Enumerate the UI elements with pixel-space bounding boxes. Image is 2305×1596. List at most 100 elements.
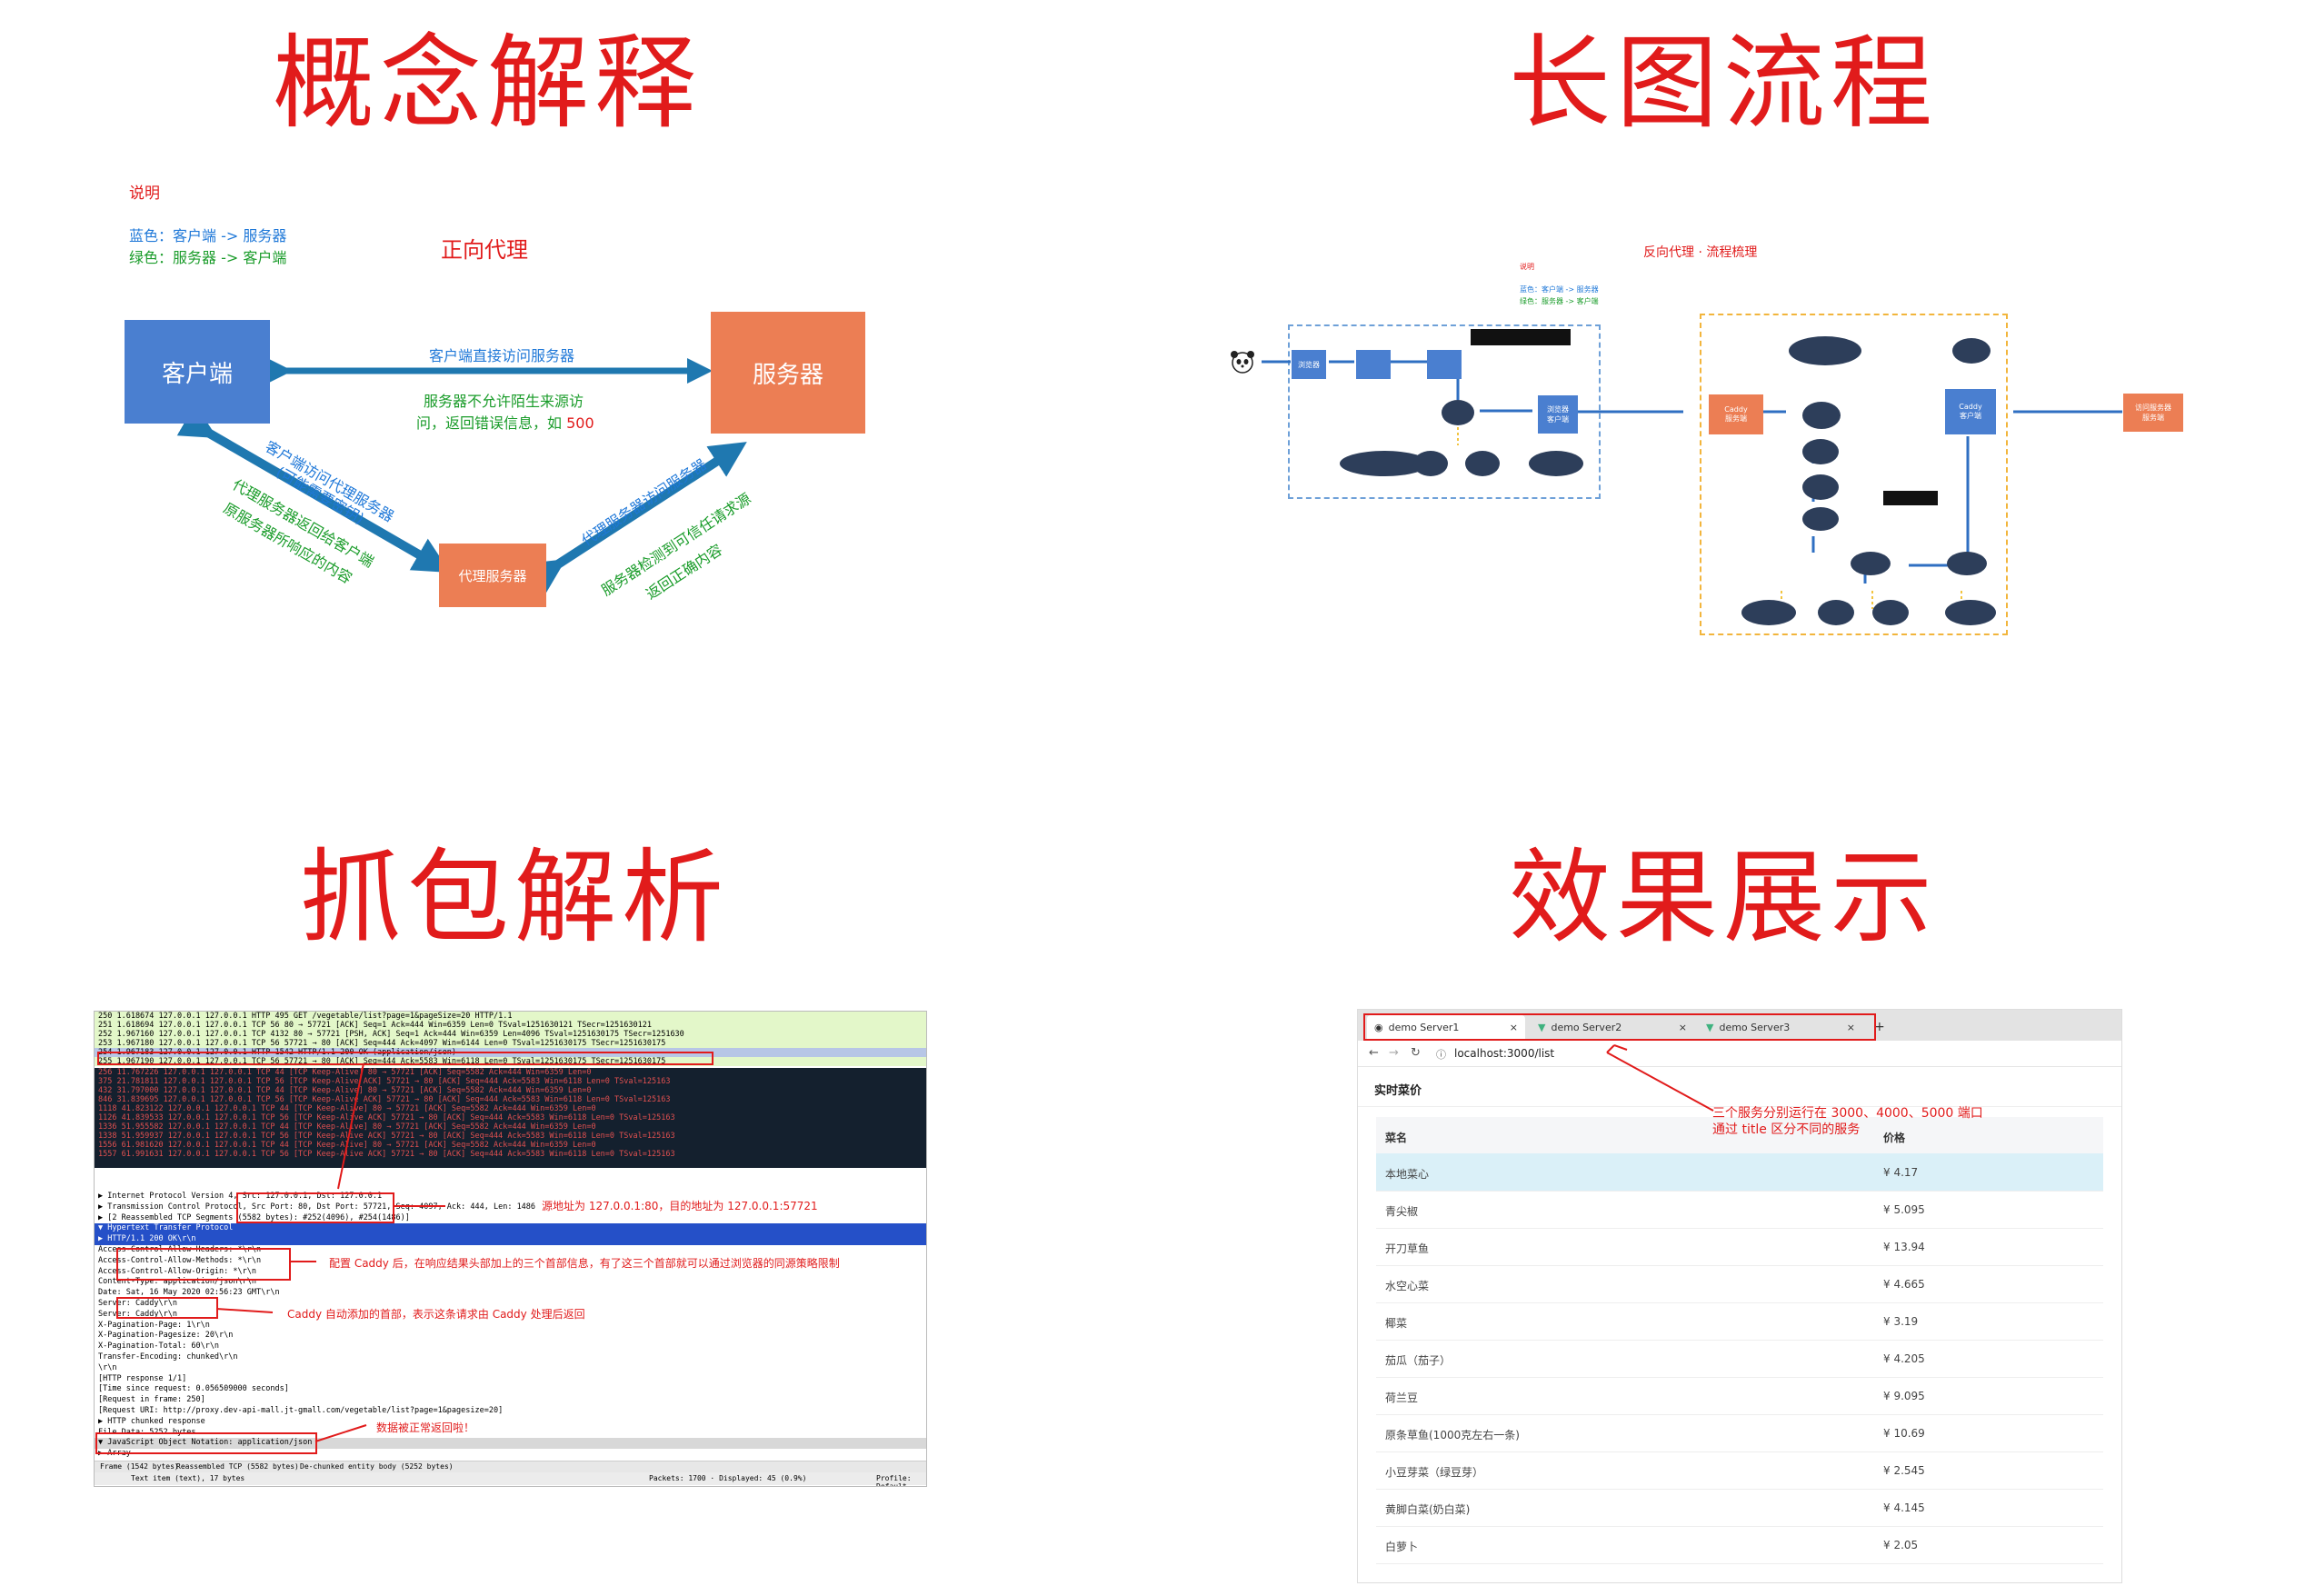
packet-row[interactable]: 251 1.618694 127.0.0.1 127.0.0.1 TCP 56 … [98, 1021, 652, 1030]
close-icon[interactable]: × [1846, 1021, 1855, 1033]
detail-row[interactable]: Server: Caddy\r\n [98, 1309, 177, 1319]
packet-row[interactable]: 1126 41.839533 127.0.0.1 127.0.0.1 TCP 5… [98, 1113, 675, 1122]
table-row[interactable]: 荷兰豆 ¥ 9.095 [1376, 1377, 2103, 1415]
detail-row[interactable]: [Request URI: http://proxy.dev-api-mall.… [98, 1405, 504, 1415]
table-header: 菜名 价格 [1376, 1117, 2103, 1153]
detail-row[interactable]: ▼ JavaScript Object Notation: applicatio… [95, 1438, 926, 1450]
forward-icon[interactable]: → [1389, 1046, 1399, 1060]
table-row[interactable]: 白萝卜¥ 2.05 [1376, 1526, 2103, 1564]
vue-icon: ▼ [1706, 1021, 1714, 1033]
packet-row[interactable]: 255 1.967190 127.0.0.1 127.0.0.1 TCP 56 … [98, 1057, 666, 1066]
tab-server1[interactable]: ◉ demo Server1 × [1367, 1015, 1525, 1039]
table-row[interactable]: 黄脚白菜(奶白菜)¥ 4.145 [1376, 1489, 2103, 1527]
flow-ellipse-15 [1818, 600, 1854, 625]
row-name: 白萝卜 [1385, 1541, 1419, 1553]
detail-row[interactable]: ▶ [2 Reassembled TCP Segments (5582 byte… [98, 1212, 410, 1222]
row-name: 荷兰豆 [1385, 1392, 1419, 1404]
tab-server1-icon: ◉ [1374, 1021, 1383, 1033]
status-tab-3[interactable]: De-chunked entity body (5252 bytes) [300, 1462, 454, 1471]
table-row[interactable]: 水空心菜¥ 4.665 [1376, 1265, 2103, 1303]
row-name: 本地菜心 [1385, 1168, 1430, 1181]
packet-row[interactable]: 432 31.797000 127.0.0.1 127.0.0.1 TCP 44… [98, 1086, 592, 1095]
packet-row[interactable]: 1338 51.959937 127.0.0.1 127.0.0.1 TCP 5… [98, 1132, 675, 1141]
detail-row[interactable]: Date: Sat, 16 May 2020 02:56:23 GMT\r\n [98, 1288, 280, 1298]
row-price: ¥ 4.205 [1883, 1352, 1925, 1365]
detail-row[interactable]: Access-Control-Allow-Methods: *\r\n [98, 1255, 262, 1265]
row-price: ¥ 9.095 [1883, 1390, 1925, 1402]
browser-window: ◉ demo Server1 × ▼ demo Server2 × ▼ demo… [1357, 1009, 2122, 1583]
detail-row[interactable]: ▶ Transmission Control Protocol, Src Por… [98, 1202, 536, 1212]
flow-terminal-1 [1471, 329, 1571, 345]
legend-blue: 蓝色：客户端 -> 服务器 [129, 227, 287, 244]
packet-row[interactable]: 1557 61.991631 127.0.0.1 127.0.0.1 TCP 5… [98, 1150, 675, 1159]
back-icon[interactable]: ← [1369, 1046, 1379, 1060]
flow-ellipse-4 [1465, 451, 1500, 476]
packet-row[interactable]: 1118 41.823122 127.0.0.1 127.0.0.1 TCP 4… [98, 1104, 596, 1113]
table-row[interactable]: 本地菜心¥ 4.17 [1376, 1153, 2103, 1192]
tab-server2[interactable]: ▼ demo Server2 × [1531, 1015, 1694, 1039]
annotation-server: Caddy 自动添加的首部，表示这条请求由 Caddy 处理后返回 [287, 1308, 585, 1321]
table-row[interactable]: 小豆芽菜（绿豆芽）¥ 2.545 [1376, 1451, 2103, 1490]
table-row[interactable]: 椰菜¥ 3.19 [1376, 1302, 2103, 1341]
row-price: ¥ 4.145 [1883, 1501, 1925, 1514]
page-title: 实时菜价 [1374, 1084, 1422, 1098]
packet-row[interactable]: 846 31.839695 127.0.0.1 127.0.0.1 TCP 56… [98, 1095, 671, 1104]
close-icon[interactable]: × [1509, 1021, 1518, 1033]
row-name: 原条草鱼(1000克左右一条) [1385, 1429, 1520, 1441]
detail-row[interactable]: Content-Type: application/json\r\n [98, 1277, 256, 1287]
table-row[interactable]: 原条草鱼(1000克左右一条) ¥ 10.69 [1376, 1414, 2103, 1452]
detail-row[interactable]: ▼ Hypertext Transfer Protocol [95, 1223, 926, 1235]
detail-row[interactable]: \r\n [98, 1362, 117, 1372]
status-tab-2[interactable]: Reassembled TCP (5582 bytes) [176, 1462, 299, 1471]
client-box: 客户端 [125, 320, 270, 424]
url-field[interactable]: localhost:3000/list [1454, 1047, 1555, 1060]
detail-row[interactable]: [HTTP response 1/1] [98, 1373, 187, 1383]
info-icon[interactable]: ⓘ [1436, 1049, 1446, 1061]
detail-row[interactable]: ▶ Internet Protocol Version 4, Src: 127.… [98, 1192, 383, 1201]
annotation-cors: 配置 Caddy 后，在响应结果头部加上的三个首部信息，有了这三个首部就可以通过… [329, 1257, 840, 1270]
detail-row[interactable]: ▶ HTTP chunked response [98, 1416, 205, 1426]
flow-legend-blue: 蓝色：客户端 -> 服务器 [1520, 285, 1599, 294]
detail-row[interactable]: [Request in frame: 250] [98, 1395, 205, 1405]
detail-row[interactable]: ▶ HTTP/1.1 200 OK\r\n [95, 1234, 926, 1245]
table-row[interactable]: 开刀草鱼¥ 13.94 [1376, 1228, 2103, 1266]
detail-row[interactable]: Server: Caddy\r\n [98, 1298, 177, 1308]
label-refuse-1: 服务器不允许陌生来源访 [424, 393, 584, 410]
packet-row[interactable]: 250 1.618674 127.0.0.1 127.0.0.1 HTTP 49… [98, 1012, 513, 1021]
annotation-data: 数据被正常返回啦！ [376, 1421, 475, 1434]
label-refuse-code: 500 [566, 414, 594, 432]
reload-icon[interactable]: ↻ [1411, 1046, 1421, 1060]
detail-row[interactable]: Transfer-Encoding: chunked\r\n [98, 1352, 238, 1362]
row-price: ¥ 10.69 [1883, 1427, 1925, 1440]
packet-row[interactable]: 1336 51.955582 127.0.0.1 127.0.0.1 TCP 4… [98, 1122, 596, 1132]
packet-row[interactable]: 256 11.767226 127.0.0.1 127.0.0.1 TCP 44… [98, 1068, 592, 1077]
packet-row[interactable]: 375 21.781811 127.0.0.1 127.0.0.1 TCP 56… [98, 1077, 671, 1086]
packet-details: ▶ Internet Protocol Version 4, Src: 127.… [95, 1192, 926, 1460]
row-name: 小豆芽菜（绿豆芽） [1385, 1466, 1484, 1479]
row-name: 开刀草鱼 [1385, 1242, 1430, 1255]
detail-row[interactable]: X-Pagination-Pagesize: 20\r\n [98, 1331, 234, 1341]
flow-ellipse-10 [1802, 474, 1839, 500]
detail-row[interactable]: X-Pagination-Total: 60\r\n [98, 1342, 220, 1352]
annotation-addr: 源地址为 127.0.0.1:80，目的地址为 127.0.0.1:57721 [542, 1200, 818, 1212]
flow-ellipse-17 [1945, 600, 1996, 625]
detail-row[interactable]: File Data: 5252 bytes [98, 1427, 196, 1437]
detail-row[interactable]: Access-Control-Allow-Origin: *\r\n [98, 1266, 256, 1276]
packet-row[interactable]: 252 1.967160 127.0.0.1 127.0.0.1 TCP 413… [98, 1030, 684, 1039]
packet-row[interactable]: 253 1.967180 127.0.0.1 127.0.0.1 TCP 56 … [98, 1039, 666, 1048]
label-direct: 客户端直接访问服务器 [429, 347, 575, 364]
flow-ellipse-9 [1802, 439, 1839, 464]
detail-row[interactable]: [Time since request: 0.056509000 seconds… [98, 1384, 289, 1394]
flow-ellipse-16 [1872, 600, 1909, 625]
title-concept: 概念解释 [273, 25, 702, 143]
table-row[interactable]: 青尖椒¥ 5.095 [1376, 1191, 2103, 1229]
highlight-server-caddy [116, 1297, 218, 1319]
table-row[interactable]: 茄瓜（茄子）¥ 4.205 [1376, 1340, 2103, 1378]
new-tab-icon[interactable]: + [1874, 1020, 1885, 1034]
highlight-http-200 [97, 1052, 713, 1065]
flow-ellipse-1 [1442, 400, 1474, 425]
status-tab-1[interactable]: Frame (1542 bytes) [100, 1462, 179, 1471]
tab-server3[interactable]: ▼ demo Server3 × [1699, 1015, 1862, 1039]
close-icon[interactable]: × [1678, 1021, 1687, 1033]
detail-row[interactable]: X-Pagination-Page: 1\r\n [98, 1320, 210, 1330]
